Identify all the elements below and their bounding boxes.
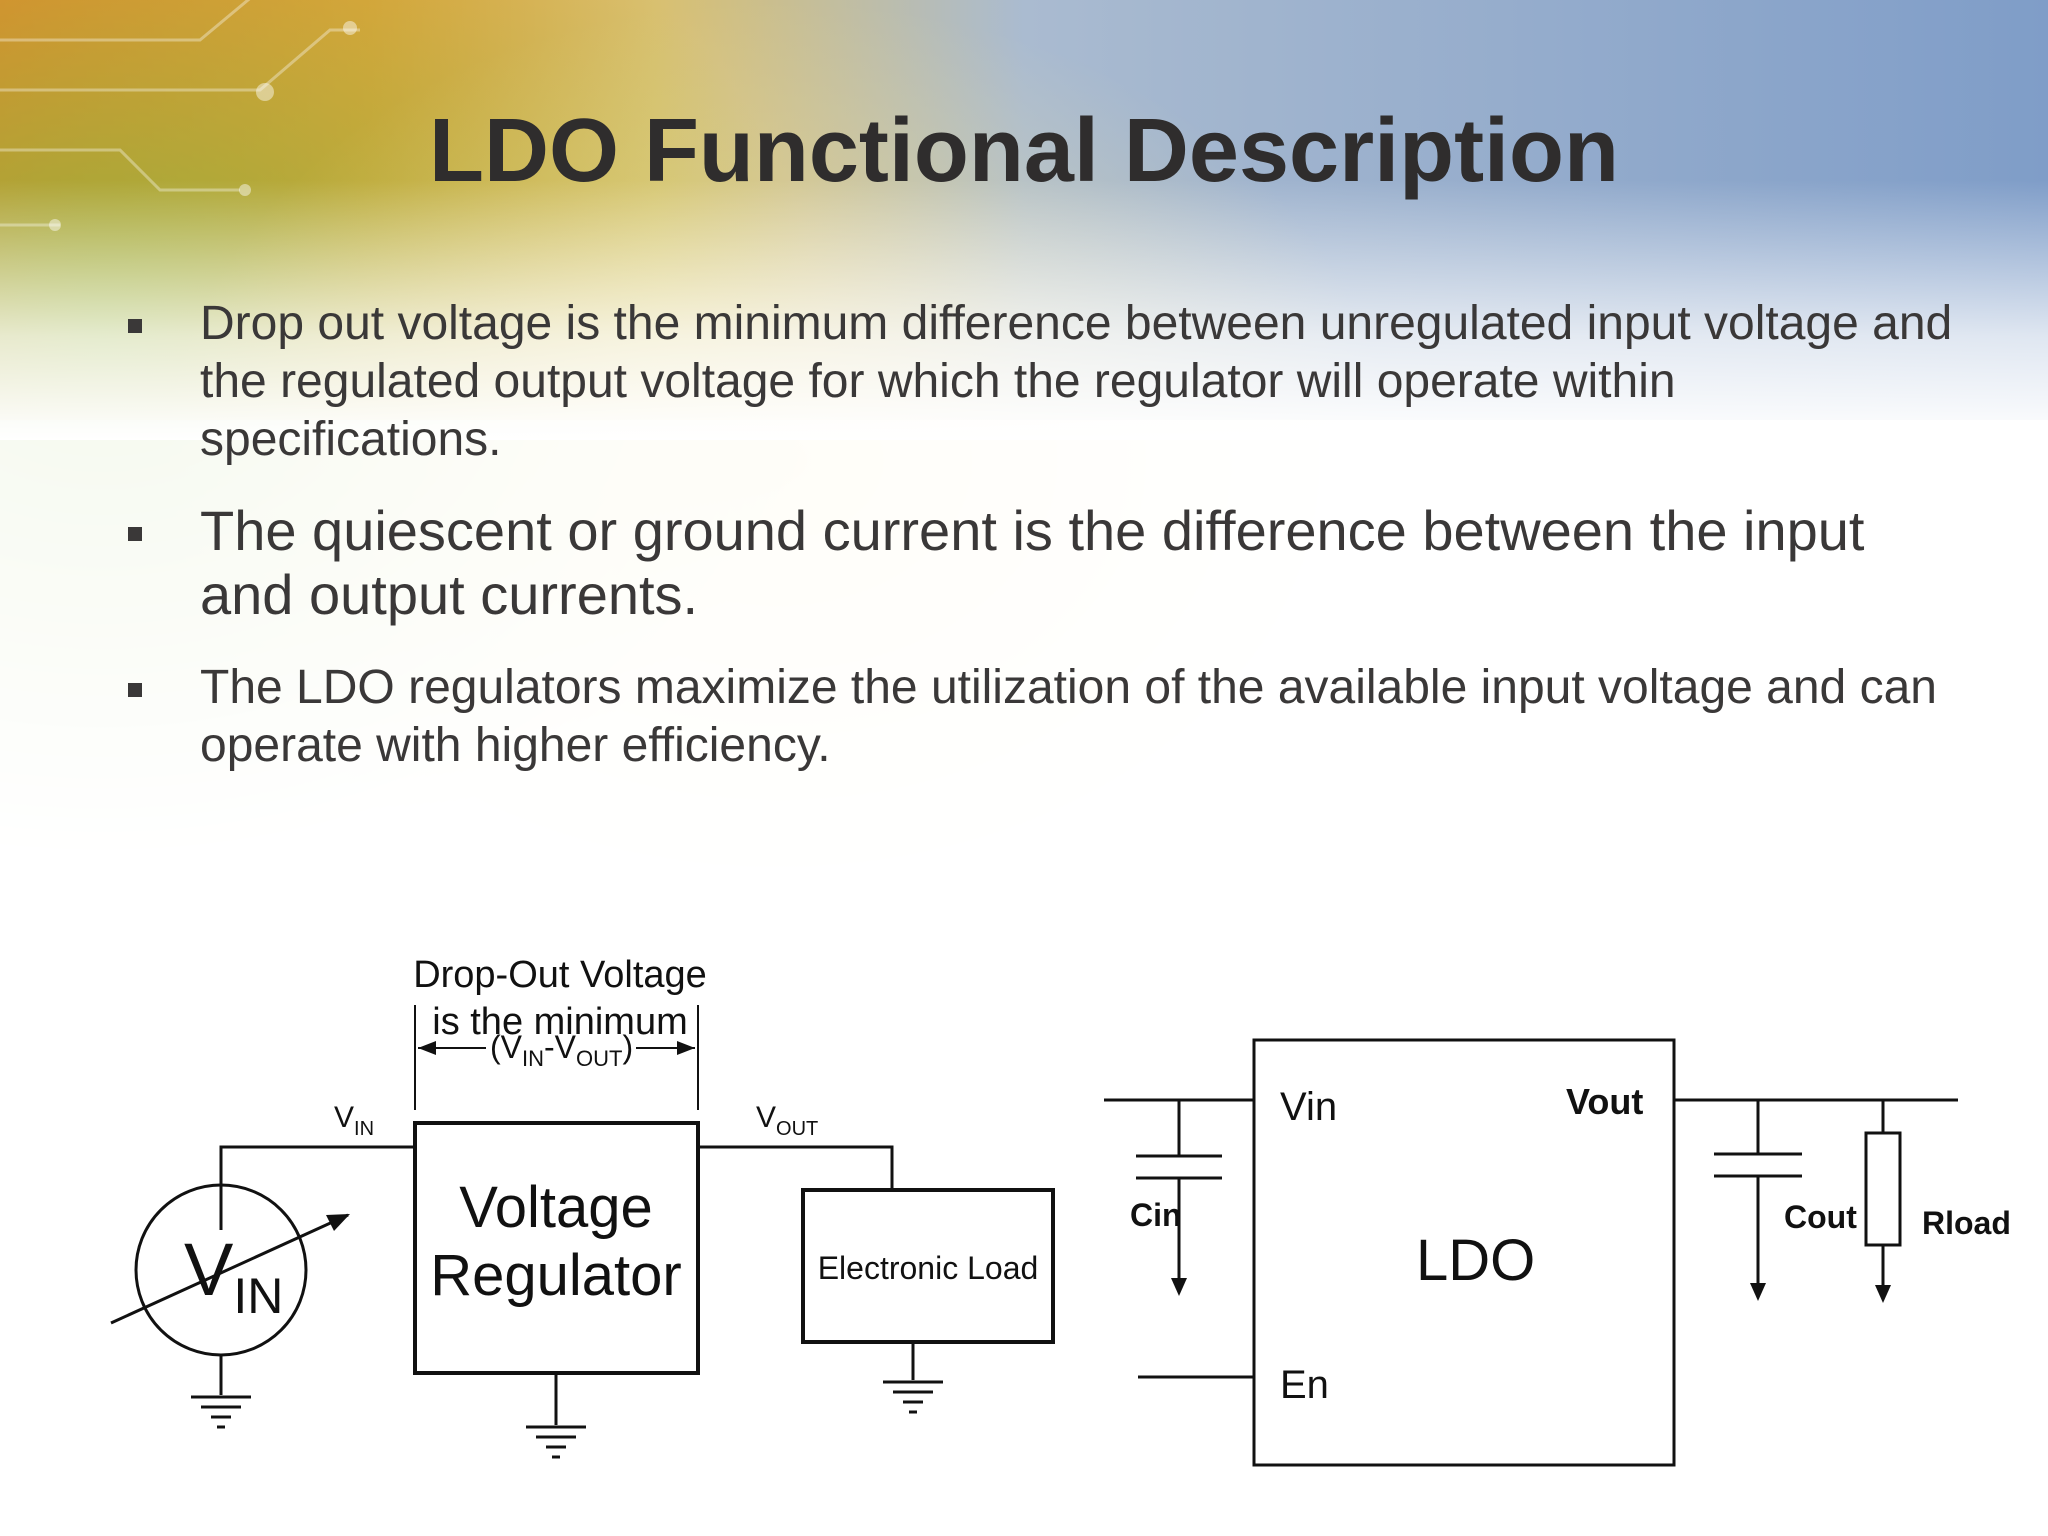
- ground-icon: [883, 1380, 943, 1414]
- bullet-square-icon: [128, 527, 142, 541]
- ground-icon: [191, 1395, 251, 1429]
- bullet-list: Drop out voltage is the minimum differen…: [120, 295, 1970, 775]
- dropout-voltage-diagram: Drop-Out Voltage is the minimum (VIN-VOU…: [66, 954, 1096, 1495]
- vout-pin-label: Vout: [1566, 1081, 1643, 1122]
- electronic-load-box: [801, 1188, 1055, 1344]
- regulator-label-2: Regulator: [430, 1243, 681, 1308]
- capacitor-cin-icon: [1136, 1154, 1222, 1180]
- vout-node-label: VOUT: [756, 1101, 818, 1140]
- ldo-circuit-svg: Vin Vout LDO En Cin Cout Rload: [1104, 1038, 2011, 1467]
- vin-pin-label: Vin: [1280, 1085, 1337, 1129]
- rload-label: Rload: [1922, 1205, 2011, 1241]
- cout-label: Cout: [1784, 1199, 1857, 1235]
- capacitor-cout-icon: [1714, 1152, 1802, 1178]
- regulator-label-1: Voltage: [459, 1175, 653, 1240]
- cin-label: Cin: [1130, 1197, 1182, 1233]
- vin-node-label: VIN: [334, 1101, 374, 1140]
- bullet-item: The LDO regulators maximize the utilizat…: [120, 659, 1970, 775]
- bullet-square-icon: [128, 683, 142, 697]
- ground-icon: [526, 1425, 586, 1459]
- bullet-text: The quiescent or ground current is the d…: [200, 499, 1865, 626]
- bullet-text: Drop out voltage is the minimum differen…: [200, 297, 1953, 466]
- dropout-formula: (VIN-VOUT): [490, 1029, 633, 1071]
- bullet-square-icon: [128, 319, 142, 333]
- dropout-circuit-svg: Drop-Out Voltage is the minimum (VIN-VOU…: [110, 954, 1055, 1459]
- slide-title: LDO Functional Description: [428, 101, 1620, 201]
- electronic-load-label: Electronic Load: [818, 1250, 1039, 1286]
- bullet-text: The LDO regulators maximize the utilizat…: [200, 661, 1937, 772]
- annotation-line-2: is the minimum: [432, 1001, 688, 1043]
- ldo-label: LDO: [1416, 1228, 1535, 1293]
- resistor-rload-icon: [1864, 1131, 1902, 1247]
- source-label: VIN: [184, 1228, 283, 1324]
- ldo-box: [1252, 1038, 1676, 1467]
- voltage-regulator-box: [413, 1121, 700, 1375]
- bullet-item: Drop out voltage is the minimum differen…: [120, 295, 1970, 469]
- ldo-block-diagram: Vin Vout LDO En Cin Cout Rload: [1096, 1010, 2016, 1495]
- en-pin-label: En: [1280, 1363, 1329, 1407]
- annotation-line-1: Drop-Out Voltage: [413, 955, 707, 996]
- bullet-item: The quiescent or ground current is the d…: [120, 499, 1970, 627]
